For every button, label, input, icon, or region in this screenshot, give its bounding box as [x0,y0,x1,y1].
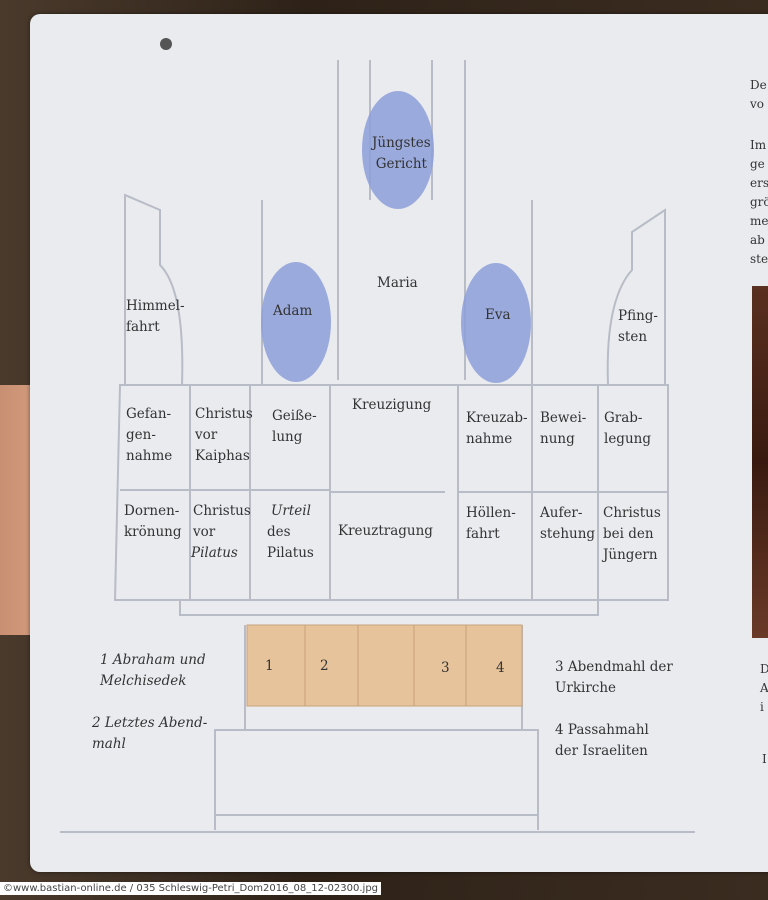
panel-des-pilatus: des Pilatus [267,524,314,561]
legend-2: 2 Letztes Abend- mahl [92,715,208,752]
panel-kreuztragung: Kreuztragung [338,523,433,539]
side-text-4: I [762,752,767,766]
panel-hoellenfahrt: Höllen- fahrt [466,505,516,542]
panel-kreuzabnahme: Kreuzab- nahme [466,410,528,447]
legend-3: 3 Abendmahl der Urkirche [555,659,673,696]
predella-2: 2 [320,658,329,674]
left-wing-outline [124,193,184,386]
label-pfingsten: Pfing- sten [618,308,658,345]
panel-gefangennahme: Gefan- gen- nahme [126,406,173,464]
predella-3: 3 [441,660,450,676]
ring-hole [160,38,172,50]
oval-juengstes-gericht [362,91,434,209]
predella-1: 1 [265,658,274,674]
panel-auferstehung: Aufer- stehung [540,505,596,542]
panel-kreuzigung: Kreuzigung [352,397,432,413]
panel-grablegung: Grab- legung [604,410,651,447]
panel-dornenkroenung: Dornen- krönung [124,503,182,540]
panel-urteil: Urteil [271,503,311,519]
label-juengstes-gericht: Jüngstes Gericht [372,135,431,172]
label-himmelfahrt: Himmel- fahrt [126,298,185,335]
side-text-2: Im ge ers grö me ab ste [750,138,768,266]
predella [246,624,523,707]
legend-4: 4 Passahmahl der Israeliten [555,722,649,759]
row-divider [120,489,668,493]
central-tower-outline [337,60,466,380]
panel-christus-bei-den-juengern: Christus bei den Jüngern [603,505,661,563]
panel-pilatus: Pilatus [191,545,238,561]
legend-1: 1 Abraham und Melchisedek [100,652,206,689]
label-adam: Adam [273,303,313,319]
pinnacles [261,200,533,385]
predella-4: 4 [496,660,505,676]
label-eva: Eva [485,307,511,323]
side-text-1: De vo [750,78,767,111]
photo-credit: ©www.bastian-online.de / 035 Schleswig-P… [0,882,382,895]
panel-beweinung: Bewei- nung [540,410,587,447]
panel-geisselung: Geiße- lung [272,408,317,445]
side-text-3: D A i [760,662,768,714]
label-maria: Maria [377,275,418,291]
oval-eva [461,263,531,383]
right-wing-outline [606,208,666,386]
panel-christus-vor: Christus vor [193,503,251,540]
panel-christus-vor-kaiphas: Christus vor Kaiphas [195,406,253,464]
oval-adam [261,262,331,382]
wings-box [113,384,669,601]
side-photo [752,286,768,638]
